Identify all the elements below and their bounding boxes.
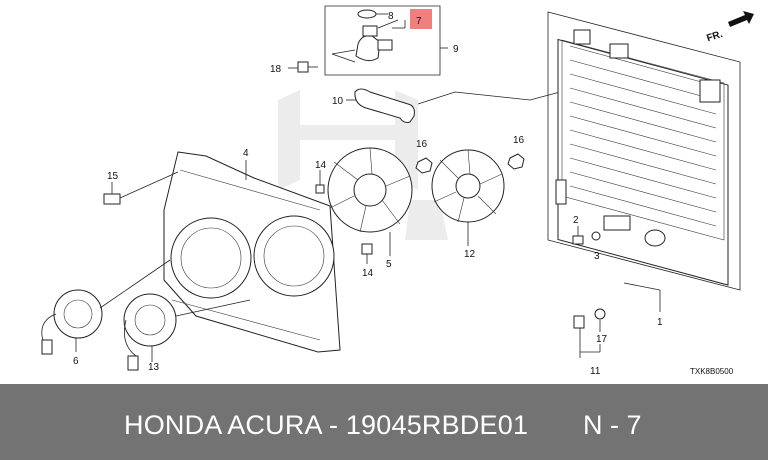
- washer-3: [591, 231, 601, 241]
- callout-3[interactable]: 3: [594, 251, 600, 262]
- bolt-14-upper: [315, 170, 325, 194]
- part-number-caption: HONDA ACURA - 19045RBDE01: [124, 410, 529, 440]
- drain-plug-11: [573, 315, 585, 358]
- callout-6[interactable]: 6: [73, 356, 79, 367]
- fan-motor-13: [123, 293, 251, 371]
- drain-bolt-2: [572, 226, 584, 245]
- bolt-18: [288, 61, 318, 73]
- hose-10: [346, 88, 561, 123]
- bolt-15: [103, 171, 179, 205]
- callout-13[interactable]: 13: [148, 362, 160, 373]
- callout-reference: N - 7: [583, 410, 642, 440]
- callout-11[interactable]: 11: [590, 366, 601, 377]
- nut-16-right: [507, 153, 525, 170]
- fan-motor-6: [41, 259, 171, 355]
- fan-12: [431, 149, 505, 246]
- callout-9[interactable]: 9: [453, 44, 459, 55]
- direction-label: FR.: [705, 29, 724, 45]
- callout-17[interactable]: 17: [596, 334, 608, 345]
- exploded-parts-diagram: FR.: [41, 5, 754, 377]
- callout-14-upper[interactable]: 14: [315, 160, 327, 171]
- drawing-code: TXK8B0500: [690, 367, 734, 376]
- callout-7[interactable]: 7: [416, 16, 422, 27]
- callout-15[interactable]: 15: [107, 171, 119, 182]
- callout-8[interactable]: 8: [388, 11, 394, 22]
- reserve-tank-cap-group: [324, 5, 448, 76]
- callout-2[interactable]: 2: [573, 215, 579, 226]
- callout-14-lower[interactable]: 14: [362, 268, 374, 279]
- callout-12[interactable]: 12: [464, 249, 476, 260]
- callout-16-right[interactable]: 16: [513, 135, 525, 146]
- callout-16-left[interactable]: 16: [416, 139, 428, 150]
- bolt-14-lower: [361, 243, 373, 264]
- callout-5[interactable]: 5: [386, 259, 392, 270]
- callout-1[interactable]: 1: [657, 317, 663, 328]
- callout-10[interactable]: 10: [332, 96, 344, 107]
- nut-16-left: [415, 157, 433, 174]
- fan-shroud-4: [163, 151, 341, 353]
- callout-4[interactable]: 4: [243, 148, 249, 159]
- fan-5: [327, 147, 413, 256]
- callout-18[interactable]: 18: [270, 64, 282, 75]
- o-ring-17: [580, 308, 606, 353]
- caption-bar: HONDA ACURA - 19045RBDE01 N - 7: [0, 384, 768, 460]
- highlight-callout-box: [410, 9, 432, 29]
- radiator-1: [547, 11, 741, 312]
- front-direction-arrow: FR.: [705, 11, 754, 44]
